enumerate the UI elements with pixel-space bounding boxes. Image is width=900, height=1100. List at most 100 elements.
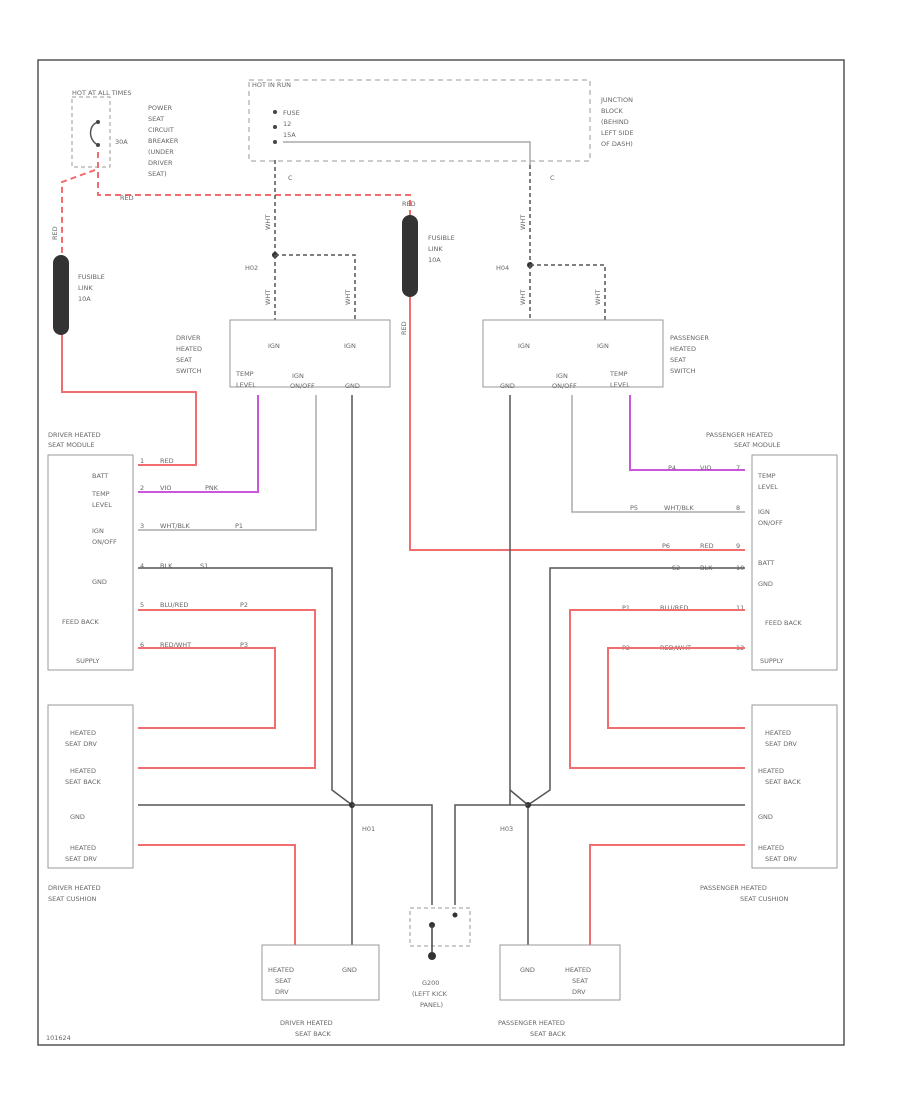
breaker-label-7: SEAT) bbox=[148, 170, 167, 178]
dm-pin-fb: 5 bbox=[140, 601, 144, 609]
ds-label-3: SEAT bbox=[176, 356, 192, 364]
wht-label-2: WHT bbox=[519, 215, 527, 230]
db-drv: DRV bbox=[275, 988, 289, 996]
pm-conn-p6: P6 bbox=[662, 542, 670, 550]
cushion-right-title-2: SEAT CUSHION bbox=[740, 895, 789, 903]
dm-wire-blk: BLK bbox=[160, 562, 173, 570]
pm-temp: TEMP bbox=[757, 472, 776, 480]
pm-wire-red: RED bbox=[700, 542, 714, 550]
pc-seat-back: SEAT BACK bbox=[765, 778, 802, 786]
pb-drv: DRV bbox=[572, 988, 586, 996]
passenger-seat-back bbox=[499, 944, 621, 1001]
ds-level: LEVEL bbox=[236, 381, 256, 389]
pm-supply: SUPPLY bbox=[760, 657, 783, 665]
splice-h03: H03 bbox=[500, 825, 513, 833]
ps-temp: TEMP bbox=[609, 370, 628, 378]
red-v-label-1: RED bbox=[51, 226, 59, 240]
pm-conn-p4: P4 bbox=[668, 464, 676, 472]
fusible-link-right-label-2: LINK bbox=[428, 245, 443, 253]
fuse-output-wire bbox=[283, 141, 531, 165]
back-left-title-1: DRIVER HEATED bbox=[280, 1019, 333, 1027]
back-left-title-2: SEAT BACK bbox=[295, 1030, 332, 1038]
dm-wire-blured: BLU/RED bbox=[160, 601, 188, 609]
ps-label-3: SEAT bbox=[670, 356, 686, 364]
ground-icon bbox=[428, 952, 436, 960]
breaker-element bbox=[89, 121, 99, 146]
ground-connector-g200 bbox=[409, 907, 471, 947]
dm-feed-back: FEED BACK bbox=[62, 618, 99, 626]
wht-label-4: WHT bbox=[344, 290, 352, 305]
driver-heated-seat-module bbox=[47, 454, 134, 671]
dm-pin-ign: 3 bbox=[140, 522, 144, 530]
dc-heated-1: HEATED bbox=[70, 729, 96, 737]
driver-heated-seat-switch bbox=[229, 319, 391, 388]
red-wire-passenger-feedback bbox=[569, 609, 745, 769]
dm-title-1: DRIVER HEATED bbox=[48, 431, 101, 439]
fusible-link-left bbox=[53, 255, 69, 335]
driver-seat-cushion bbox=[47, 704, 134, 869]
pm-pin-batt: 9 bbox=[736, 542, 740, 550]
dm-temp: TEMP bbox=[91, 490, 110, 498]
black-wire-driver-cushion-gnd bbox=[138, 804, 353, 945]
ds-label-4: SWITCH bbox=[176, 367, 202, 375]
db-seat: SEAT bbox=[275, 977, 291, 985]
pm-wire-blured: BLU/RED bbox=[660, 604, 688, 612]
fusible-link-right bbox=[402, 215, 418, 297]
dc-seat-back: SEAT BACK bbox=[65, 778, 102, 786]
ps-label-2: HEATED bbox=[670, 345, 696, 353]
dm-onoff: ON/OFF bbox=[92, 538, 117, 546]
black-wire-driver-module-gnd bbox=[138, 567, 353, 806]
ground-label-2: (LEFT KICK bbox=[412, 990, 448, 998]
fuse-label-3: 15A bbox=[283, 131, 296, 139]
junction-block bbox=[248, 79, 591, 162]
back-right-title-2: SEAT BACK bbox=[530, 1030, 567, 1038]
diagram-frame bbox=[37, 59, 845, 1046]
dm-wire-vio: VIO bbox=[160, 484, 171, 492]
passenger-heated-seat-switch bbox=[482, 319, 664, 388]
jb-label-5: OF DASH) bbox=[601, 140, 633, 148]
passenger-seat-cushion bbox=[751, 704, 838, 869]
dc-seat-drv: SEAT DRV bbox=[65, 740, 97, 748]
dc-seat-drv-2: SEAT DRV bbox=[65, 855, 97, 863]
pm-title-2: SEAT MODULE bbox=[734, 441, 780, 449]
db-gnd: GND bbox=[342, 966, 357, 974]
fusible-link-left-label-3: 10A bbox=[78, 295, 91, 303]
dm-pin-batt: 1 bbox=[140, 457, 144, 465]
pc-seat-drv-2: SEAT DRV bbox=[765, 855, 797, 863]
hot-run-label: HOT IN RUN bbox=[252, 81, 291, 89]
black-wire-ground-left bbox=[352, 804, 433, 905]
red-wire-driver-supply bbox=[138, 647, 276, 729]
breaker-label-4: BREAKER bbox=[148, 137, 179, 145]
dm-pin-temp: 2 bbox=[140, 484, 144, 492]
pm-conn-p1: P1 bbox=[622, 604, 630, 612]
ds-temp: TEMP bbox=[235, 370, 254, 378]
fusible-link-right-label-3: 10A bbox=[428, 256, 441, 264]
ds-onoff: ON/OFF bbox=[290, 382, 315, 390]
dc-gnd: GND bbox=[70, 813, 85, 821]
pb-heated: HEATED bbox=[565, 966, 591, 974]
ps-level: LEVEL bbox=[610, 381, 630, 389]
ps-onoff: ON/OFF bbox=[552, 382, 577, 390]
splice-h04: H04 bbox=[496, 264, 509, 272]
ds-gnd: GND bbox=[345, 382, 360, 390]
ds-ign-2: IGN bbox=[344, 342, 356, 350]
dm-wire-red: RED bbox=[160, 457, 174, 465]
pc-seat-drv: SEAT DRV bbox=[765, 740, 797, 748]
pm-onoff: ON/OFF bbox=[758, 519, 783, 527]
dc-heated-3: HEATED bbox=[70, 844, 96, 852]
red-wire-left-batt bbox=[61, 335, 197, 466]
connector-c2: C bbox=[550, 174, 555, 182]
cushion-left-title-2: SEAT CUSHION bbox=[48, 895, 97, 903]
dm-conn-s1: S1 bbox=[200, 562, 208, 570]
ps-gnd: GND bbox=[500, 382, 515, 390]
pm-pin-temp: 7 bbox=[736, 464, 740, 472]
ds-label-2: HEATED bbox=[176, 345, 202, 353]
pm-pin-fb: 11 bbox=[736, 604, 744, 612]
diagram-code: 101624 bbox=[46, 1034, 71, 1042]
fusible-link-right-label-1: FUSIBLE bbox=[428, 234, 455, 242]
pm-wire-whtblk: WHT/BLK bbox=[664, 504, 695, 512]
black-wire-ground-right bbox=[454, 804, 528, 905]
jb-label-2: BLOCK bbox=[601, 107, 624, 115]
jb-label-3: (BEHIND bbox=[601, 118, 629, 126]
